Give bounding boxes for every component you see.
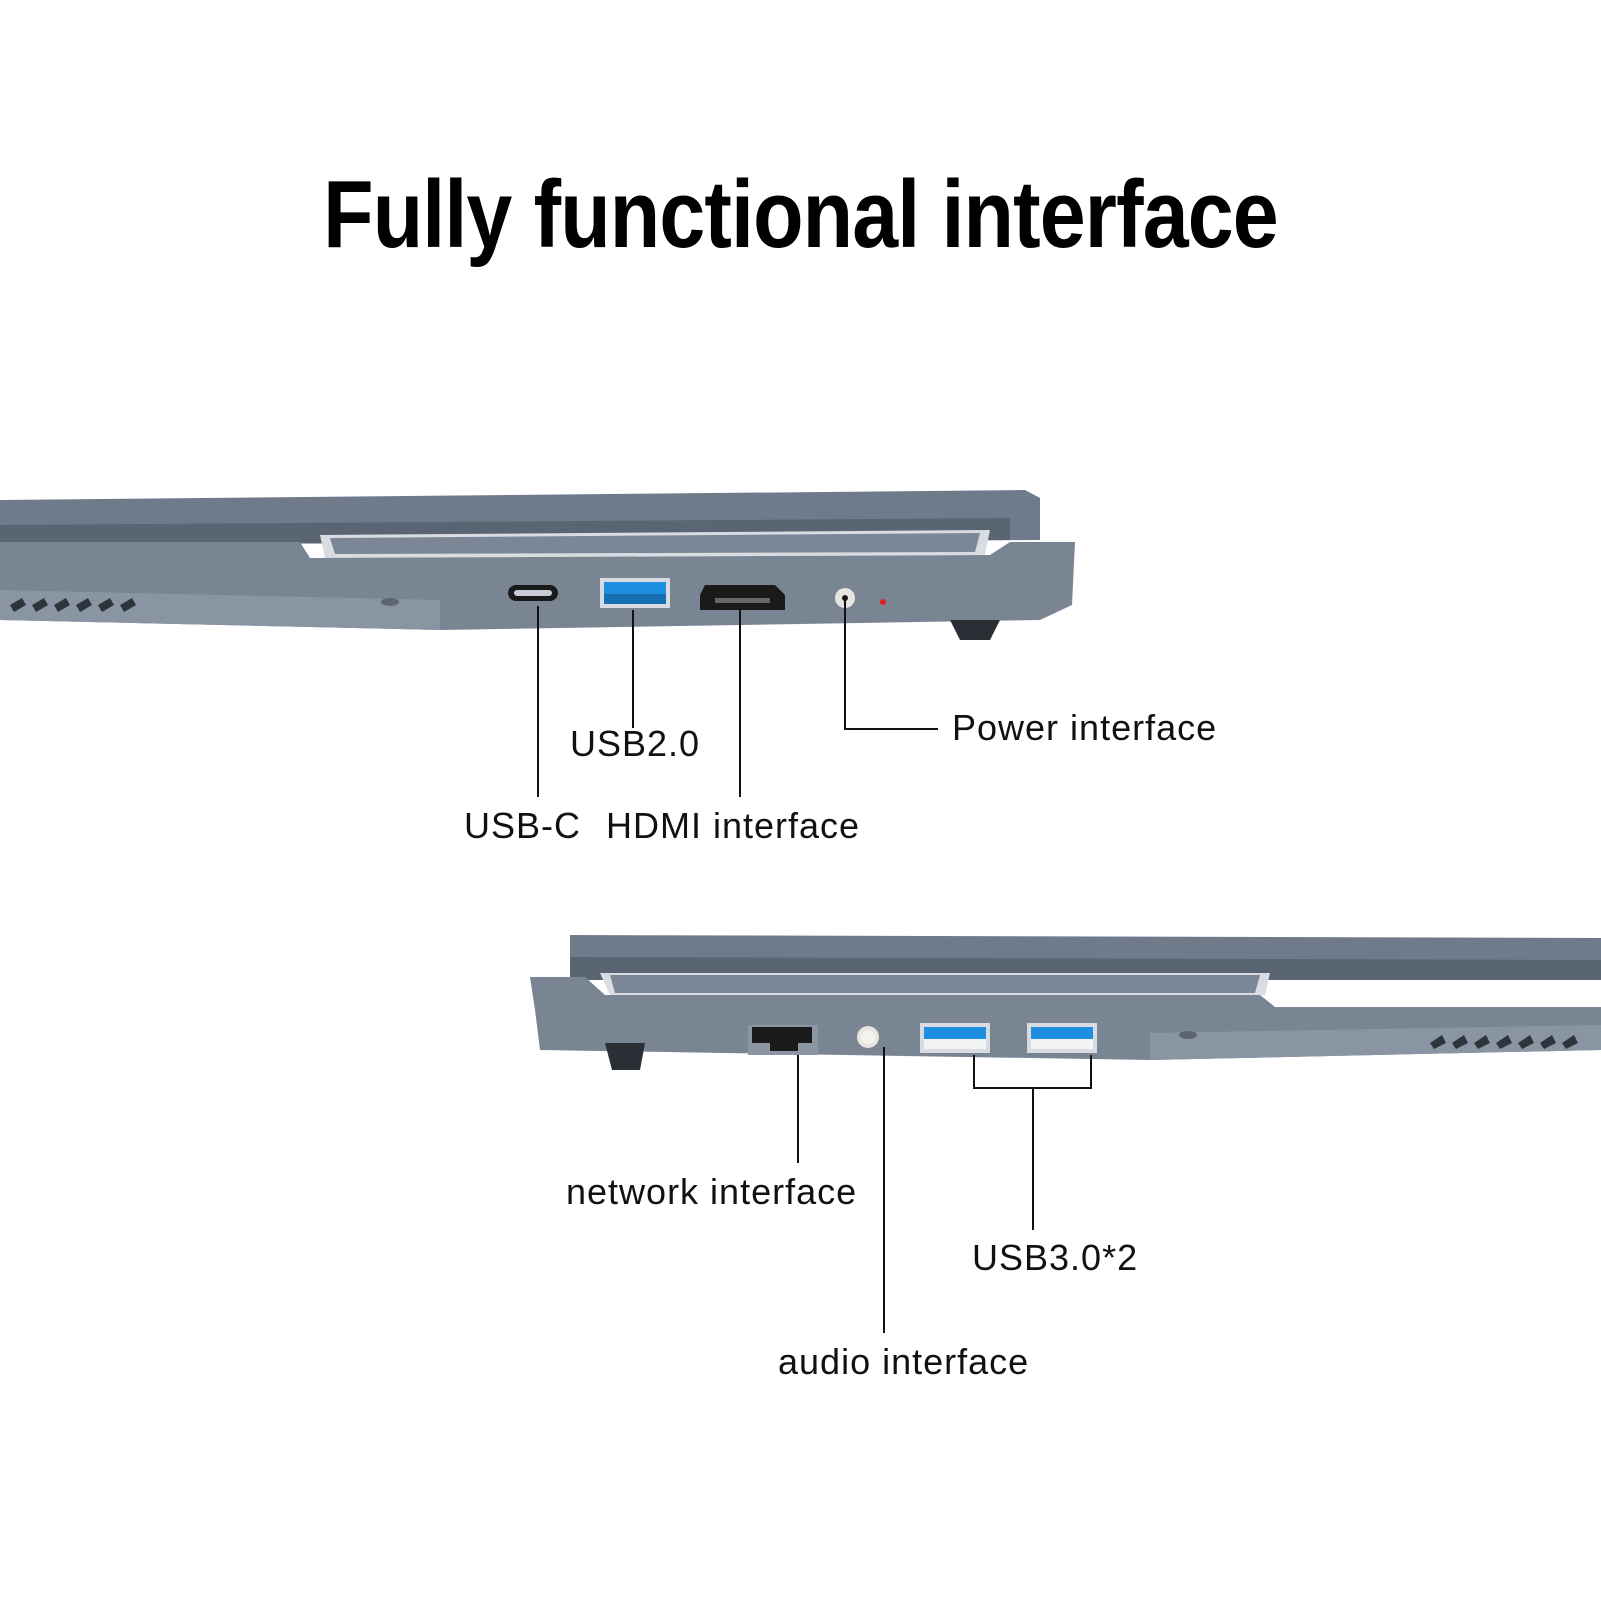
leader-line-power xyxy=(844,598,938,730)
label-hdmi: HDMI interface xyxy=(606,805,861,846)
label-usb3: USB3.0*2 xyxy=(972,1237,1139,1278)
laptop-foot xyxy=(605,1043,645,1070)
rj45-port-icon xyxy=(752,1027,812,1051)
vent-grille xyxy=(10,598,136,612)
power-led-icon xyxy=(880,599,886,605)
laptop-left-side-view xyxy=(530,935,1601,1070)
label-usb2: USB2.0 xyxy=(570,723,701,764)
usb-a-port-icon xyxy=(920,1023,990,1053)
vent-grille xyxy=(1430,1035,1578,1049)
laptop-right-side-view xyxy=(0,490,1075,640)
page-title: Fully functional interface xyxy=(323,161,1279,268)
label-usb-c: USB-C xyxy=(464,805,582,846)
laptop-foot xyxy=(950,620,1000,640)
label-audio: audio interface xyxy=(778,1341,1030,1382)
label-network: network interface xyxy=(566,1171,858,1212)
hdmi-port-icon xyxy=(700,585,785,610)
usb-a-port-icon xyxy=(1027,1023,1097,1053)
leader-bracket-usb3 xyxy=(973,1055,1092,1089)
label-power: Power interface xyxy=(952,707,1218,748)
